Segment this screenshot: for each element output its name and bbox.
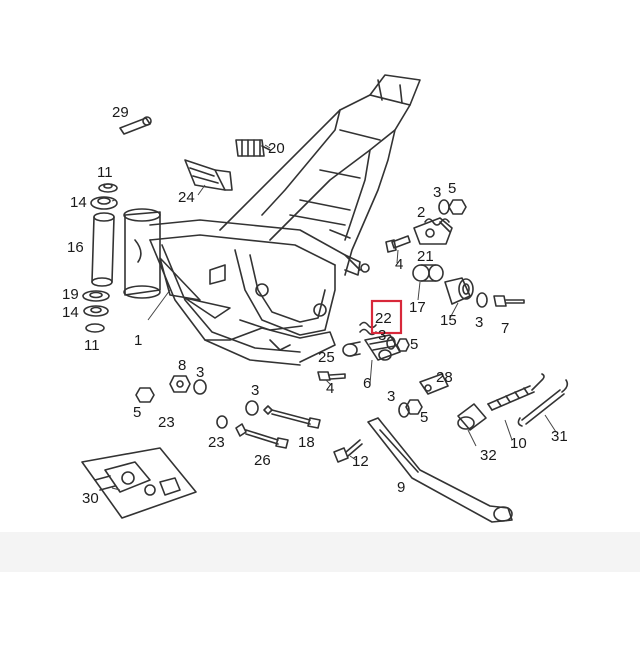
part-14-bearing-top	[90, 196, 118, 210]
callout-21: 21	[417, 248, 434, 265]
callout-14-bottom: 14	[62, 304, 79, 321]
part-24-footpeg	[184, 159, 233, 191]
part-26-bolt	[216, 415, 289, 449]
part-4-bolt-upper	[385, 235, 411, 253]
callout-4-upper: 4	[395, 256, 403, 273]
callout-9: 9	[397, 479, 405, 496]
callout-5-left: 5	[133, 404, 141, 421]
callout-31: 31	[551, 428, 568, 445]
callout-3-mid: 3	[475, 314, 483, 331]
callout-26: 26	[254, 452, 271, 469]
callout-29: 29	[112, 104, 129, 121]
callout-32: 32	[480, 447, 497, 464]
part-5-nut-left	[135, 387, 155, 403]
callout-3-left: 3	[196, 364, 204, 381]
part-28-bracket	[419, 373, 449, 395]
callout-3-bottom: 3	[251, 382, 259, 399]
callout-10: 10	[510, 435, 527, 452]
callout-5-upper: 5	[448, 180, 456, 197]
callout-8: 8	[178, 357, 186, 374]
part-4-bolt-lower	[317, 371, 346, 381]
callout-12: 12	[352, 453, 369, 470]
callout-23-top: 23	[158, 414, 175, 431]
callout-3-upper: 3	[433, 184, 441, 201]
callout-24: 24	[178, 189, 195, 206]
callout-30: 30	[82, 490, 99, 507]
part-10-spring	[487, 373, 545, 411]
part-11-bearing-top	[98, 183, 118, 193]
callout-14-top: 14	[70, 194, 87, 211]
callout-11-bottom: 11	[84, 337, 100, 354]
part-29-bolt	[119, 116, 152, 135]
part-17-spacer	[412, 264, 444, 282]
callout-15: 15	[440, 312, 457, 329]
part-5-nut-right	[396, 338, 410, 352]
callout-16: 16	[67, 239, 84, 256]
part-8-nut	[169, 375, 191, 393]
part-12-bolt	[333, 439, 363, 463]
callout-5-lower: 5	[420, 409, 428, 426]
part-2-spring	[424, 218, 450, 226]
callout-11-top: 11	[97, 164, 113, 181]
part-30-sticker	[81, 447, 197, 519]
part-9-side-stand	[367, 417, 513, 523]
main-frame	[123, 74, 421, 366]
part-21-footpeg-bracket	[413, 217, 453, 245]
callout-2: 2	[417, 204, 425, 221]
part-15-bushing	[444, 277, 474, 305]
part-20-footpeg	[235, 139, 271, 157]
leader-lines	[111, 144, 557, 491]
callout-3-right: 3	[378, 327, 386, 344]
callout-1: 1	[134, 332, 142, 349]
callout-4-lower: 4	[326, 380, 334, 397]
callout-17: 17	[409, 299, 426, 316]
callout-20: 20	[268, 140, 285, 157]
callout-25: 25	[318, 349, 335, 366]
callout-19: 19	[62, 286, 79, 303]
part-3-washer-lower	[398, 402, 410, 418]
part-31-rod	[517, 379, 569, 427]
callout-5-right: 5	[410, 336, 418, 353]
highlight-box	[370, 299, 403, 335]
part-11-bearing-bottom	[85, 323, 105, 333]
callout-28: 28	[436, 369, 453, 386]
part-7-bolt	[493, 295, 525, 307]
part-14-bearing-bottom	[83, 305, 109, 317]
part-32-sleeve	[457, 403, 487, 431]
part-18-axle-bolt	[245, 400, 321, 429]
part-19-bearing	[82, 290, 110, 302]
part-5-nut-lower	[405, 399, 423, 415]
callout-7: 7	[501, 320, 509, 337]
part-3-washer-upper	[438, 199, 450, 215]
callout-6: 6	[363, 375, 371, 392]
callout-18: 18	[298, 434, 315, 451]
part-16-stem-tube	[91, 212, 115, 287]
part-25-spacer	[342, 341, 361, 357]
part-3-washer-right	[386, 336, 396, 350]
callout-labels: 29 20 11 24 14 16 19 14 11 1 3 5 2 21 4 …	[62, 104, 568, 507]
callout-23-bottom: 23	[208, 434, 225, 451]
part-6-footpeg	[364, 334, 401, 361]
callout-22: 22	[375, 310, 392, 327]
bottom-band	[0, 532, 640, 572]
callout-3-lower: 3	[387, 388, 395, 405]
part-3-washer-mid	[476, 292, 488, 308]
part-3-washer-left	[193, 379, 207, 395]
part-5-nut-upper	[448, 199, 467, 215]
